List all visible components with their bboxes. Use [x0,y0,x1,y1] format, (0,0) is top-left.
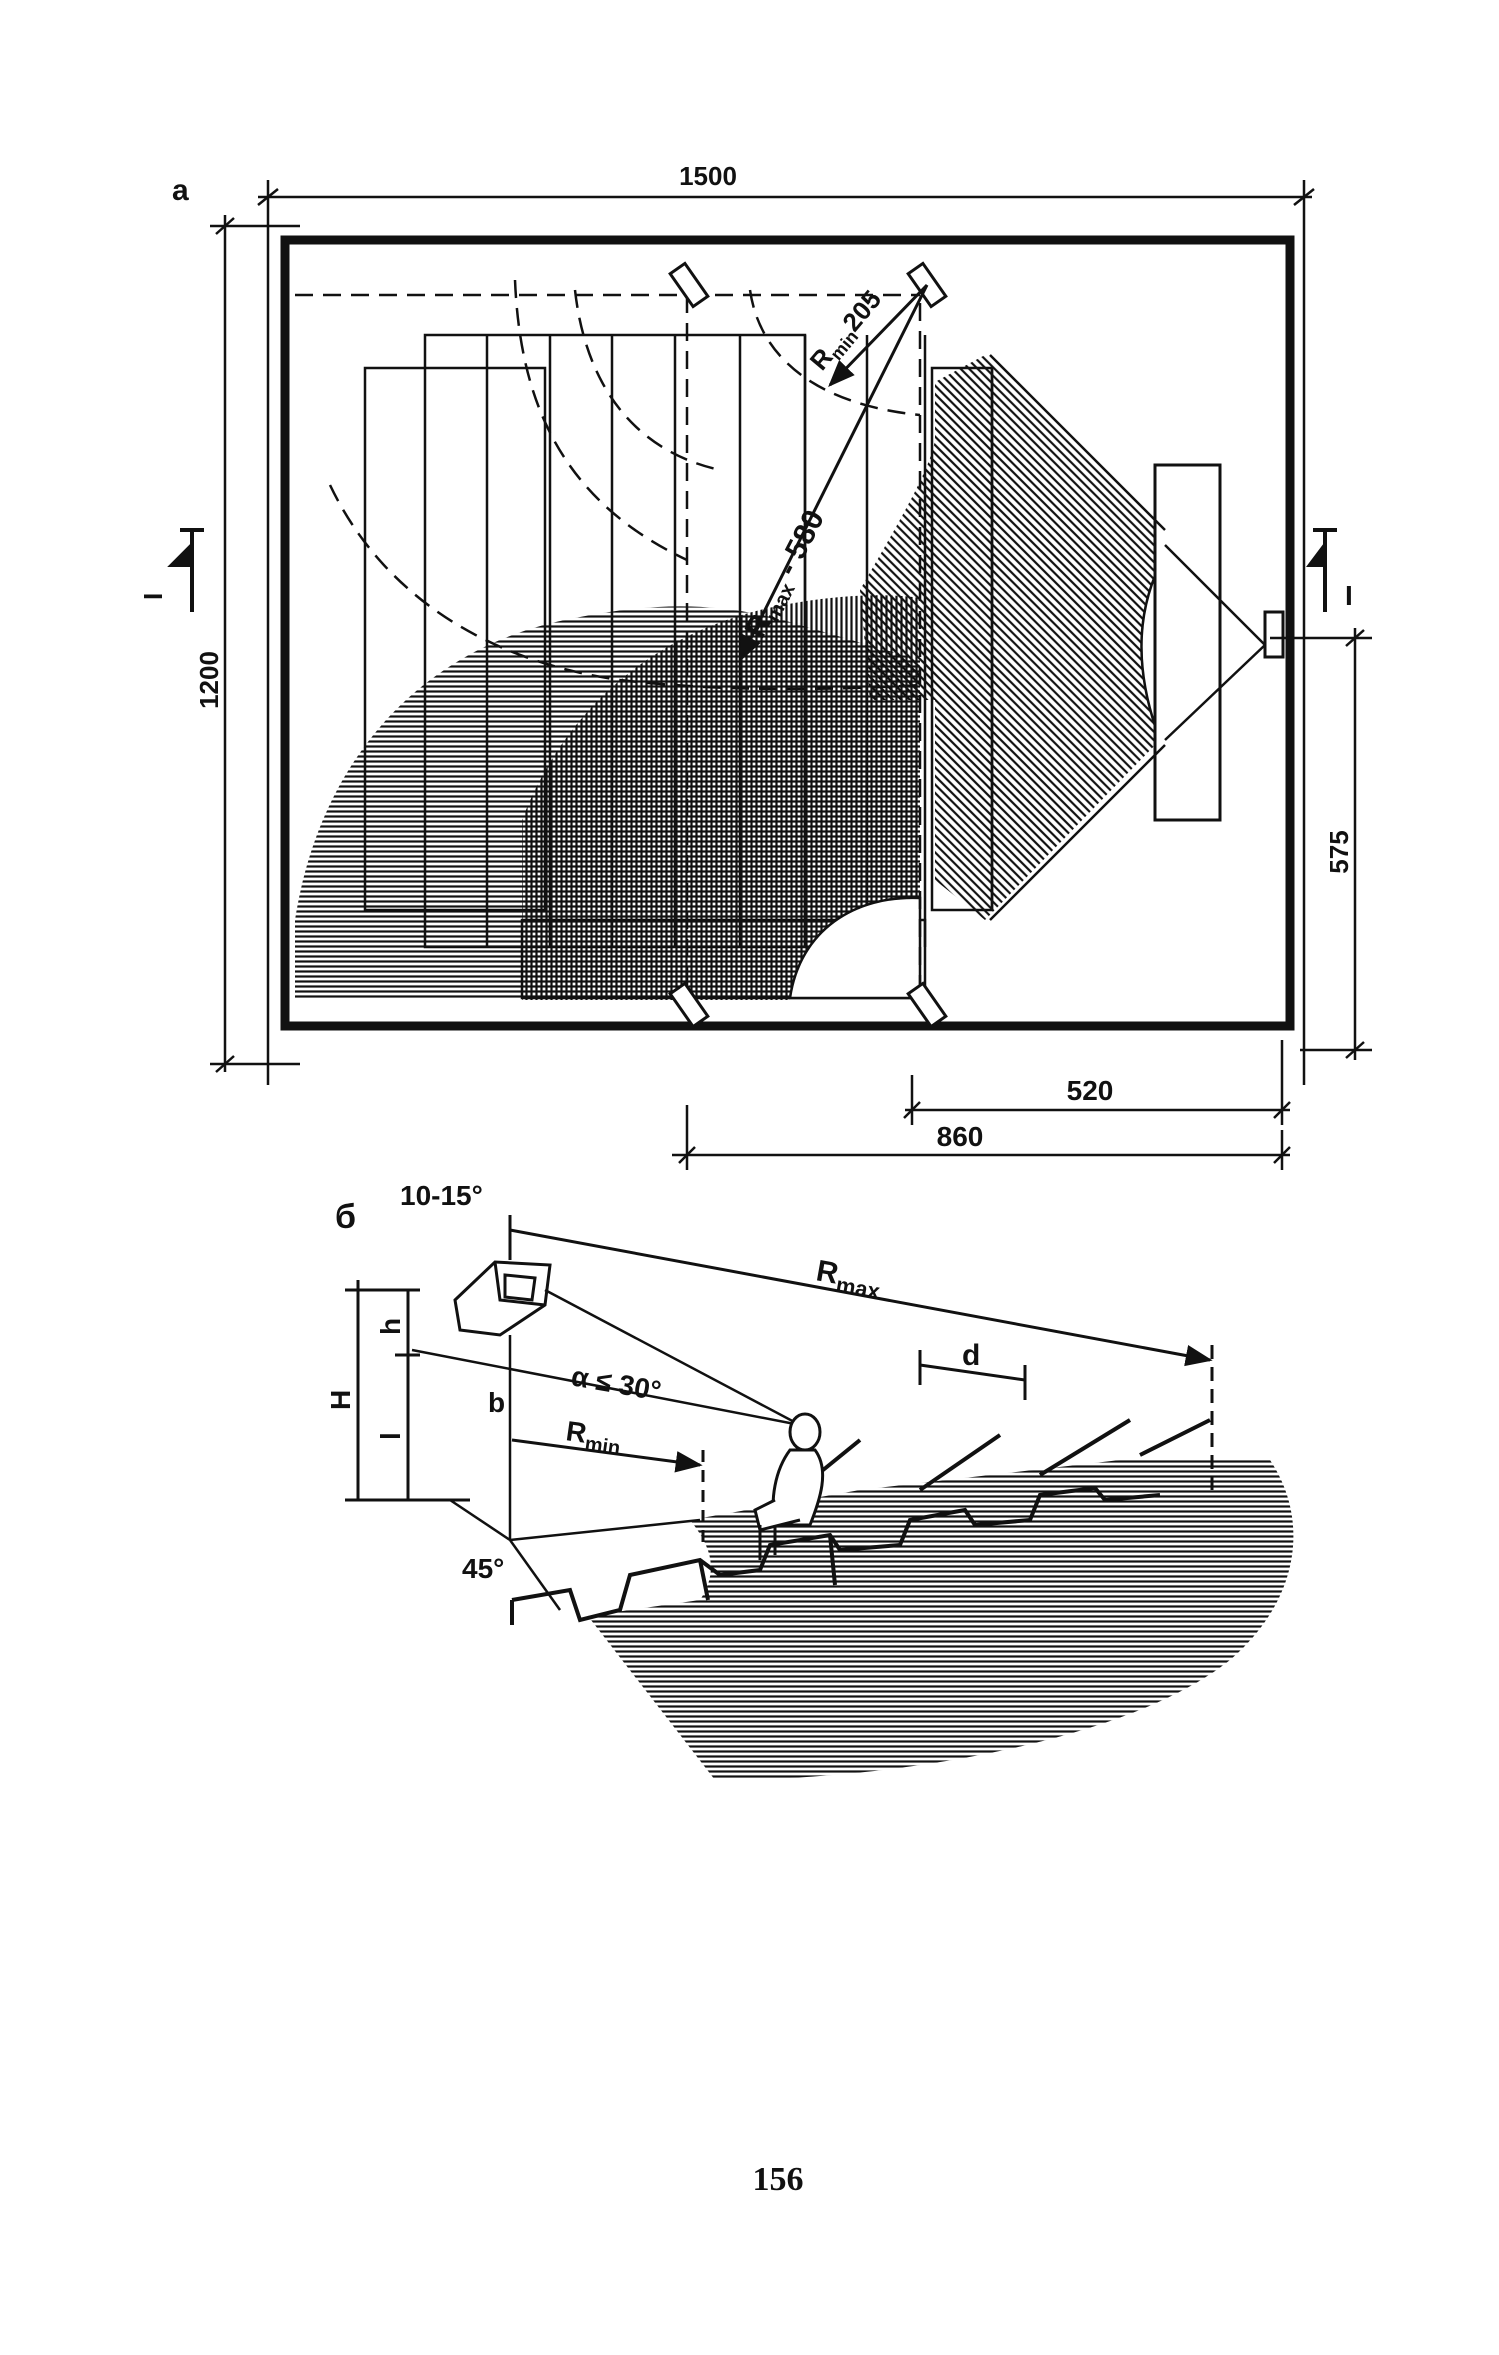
hatch-right-viewing-zone [935,355,1160,920]
l-label: l [375,1432,406,1440]
plan-drawing: 1500 a 1200 [138,161,1372,1170]
d-dimension [918,1350,1027,1400]
perspective-drawing: б 10-15° Rmax α ≤ 30° [325,1180,1294,1780]
dim-520-label: 520 [1067,1075,1114,1106]
dim-width-label: 1500 [679,161,737,191]
angle-45-label: 45° [462,1553,504,1584]
dim-height-label: 1200 [194,651,224,709]
section-marker-left [167,528,204,612]
r-max-line [508,1215,1214,1490]
page-number: 156 [753,2161,804,2198]
height-dimensions [345,1280,470,1502]
hatch-right-fan [860,440,935,700]
dim-width-1500 [257,180,1315,1085]
projector-box [453,1260,552,1337]
dim-575-label: 575 [1324,830,1354,873]
hatch-floor [560,1460,1294,1780]
section-label-right: I [1345,580,1353,611]
projection-lines [989,354,1266,921]
screen [1153,463,1222,822]
floor-cutout [520,1520,711,1620]
dashed-guides [295,275,922,998]
dim-860-label: 860 [937,1121,984,1152]
radius-lines [738,283,929,663]
figure-b-label: б [335,1198,356,1236]
dim-860 [672,1105,1291,1170]
dim-575 [1270,628,1372,1060]
figure-a-label: a [172,174,189,207]
alpha-label: α ≤ 30° [569,1360,663,1406]
sightlines [411,1288,801,1611]
r-max-label-b: Rmax [813,1254,885,1304]
d-label: d [962,1339,980,1372]
min-radius-cutout [788,896,922,1000]
section-label-left: I [138,593,168,600]
r-min-label-b: Rmin [563,1415,623,1459]
hatch-center-viewing-zone [522,595,920,1000]
room-outer-wall [280,235,1295,1031]
H-label: H [325,1390,356,1410]
h-label: h [375,1318,406,1335]
hatched-zones [295,355,1160,1000]
b-label: b [488,1387,505,1418]
section-marker-right [1306,528,1337,612]
r-min-line [511,1438,705,1550]
dim-height-1200 [210,215,300,1073]
dim-520 [903,1040,1291,1125]
projector-right [1263,610,1285,659]
viewer-figure [753,1412,825,1560]
tilt-angle-label: 10-15° [400,1180,483,1211]
r-min-label: Rmin205 [804,284,891,378]
